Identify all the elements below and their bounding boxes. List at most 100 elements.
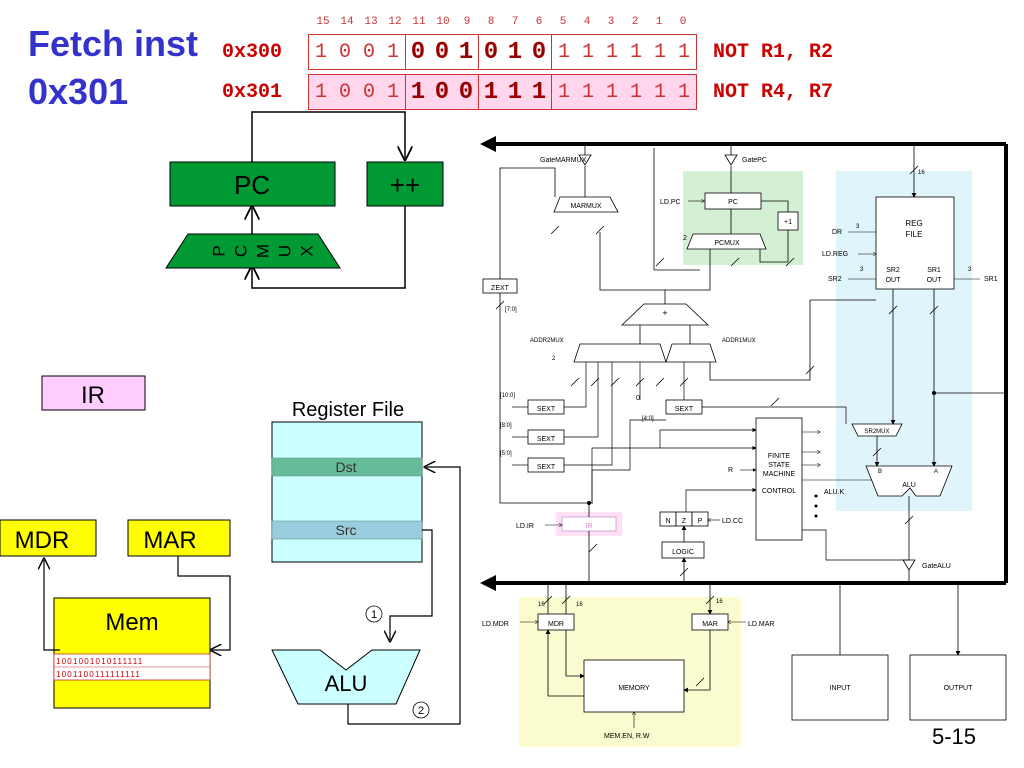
dst-register: [271, 457, 423, 477]
bit-value: 0: [338, 40, 351, 64]
fsm-label-3: MACHINE: [763, 471, 796, 478]
bit-value: 0: [362, 40, 375, 64]
addr2mux-label: ADDR2MUX: [530, 338, 564, 344]
sr2-width: 3: [860, 267, 864, 273]
sext-4-0-label: SEXT: [675, 406, 694, 413]
dp-ir-label: IR: [586, 523, 593, 530]
sext-4-0-bits: [4:0]: [642, 416, 654, 422]
pc-label: PC: [234, 170, 270, 200]
control-label: CONTROL: [762, 488, 796, 495]
dp-memory-label: MEMORY: [618, 685, 650, 692]
step-1-marker: [365, 605, 383, 623]
bit-value: 1: [653, 40, 666, 64]
flag-z-label: Z: [682, 518, 687, 525]
bit-value: 1: [557, 40, 570, 64]
regfile-bus-width: 16: [918, 170, 925, 176]
bit-number: 4: [583, 16, 591, 28]
mdr-label: MDR: [15, 527, 70, 554]
instruction-assembly: NOT R4, R7: [713, 80, 834, 104]
bit-number: 10: [436, 16, 450, 28]
bus-width-slash: [695, 677, 705, 687]
bus-width-slash: [655, 257, 665, 267]
bit-value: 1: [507, 38, 523, 66]
address-adder: [621, 303, 709, 326]
instruction-address: 0x300: [222, 40, 283, 64]
bit-value: 0: [434, 78, 450, 106]
ld-pc-label: LD.PC: [660, 199, 681, 206]
bit-value: 1: [458, 38, 474, 66]
ld-mar-label: LD.MAR: [748, 621, 774, 628]
output-device: [909, 654, 1007, 721]
bit-value: 1: [314, 40, 327, 64]
bit-number: 13: [364, 16, 378, 28]
bit-number: 5: [559, 16, 567, 28]
sext-8-0-label: SEXT: [537, 436, 556, 443]
bit-value: 1: [314, 80, 327, 104]
gate-pc-label: GatePC: [742, 157, 767, 164]
bus-width-slash: [595, 225, 605, 235]
bit-number: 11: [412, 16, 426, 28]
dp-regfile-label-1: REG: [905, 219, 922, 228]
bit-value: 1: [677, 80, 690, 104]
pcmux-letter: X: [297, 245, 316, 256]
slide-title-line2: 0x301: [28, 71, 129, 112]
increment-to-pcmux-wire: [252, 205, 406, 289]
bus-width-slash: [588, 543, 598, 553]
bit-number: 8: [487, 16, 495, 28]
ld-cc-label: LD.CC: [722, 518, 743, 525]
sext-8-0-bits: [8:0]: [500, 423, 512, 429]
bit-number: 9: [463, 16, 471, 28]
bit-value: 1: [629, 40, 642, 64]
pcmux-shape: [165, 233, 341, 269]
addr1mux-shape: [665, 343, 717, 363]
pcmux-letter: C: [231, 245, 250, 257]
bus-width-slash: [679, 567, 689, 577]
sext-5-0-bits: [5:0]: [500, 451, 512, 457]
mar-to-memory-wire: [177, 556, 231, 650]
dst-label: Dst: [336, 459, 357, 475]
bus-width-slash: [590, 377, 600, 387]
step-2-marker: [412, 701, 430, 719]
bit-number: 0: [679, 16, 687, 28]
bit-number: 14: [340, 16, 354, 28]
memory-row-0x301: 1001100111111111: [56, 670, 141, 679]
bit-value: 1: [386, 40, 399, 64]
flag-n-label: N: [665, 518, 670, 525]
instruction-assembly: NOT R1, R2: [713, 40, 834, 64]
bit-value: 0: [338, 80, 351, 104]
sr2mux-label: SR2MUX: [864, 429, 889, 435]
dp-pc-label: PC: [728, 199, 738, 206]
alu-shape: [271, 649, 421, 705]
plus1-label: +1: [784, 219, 792, 226]
bit-number: 1: [655, 16, 663, 28]
bus-width-slash: [909, 165, 919, 175]
step-1-label: 1: [371, 609, 377, 621]
addr1mux-label: ADDR1MUX: [722, 338, 756, 344]
sr2-out-label-2: OUT: [886, 277, 902, 284]
bus-width-slash: [543, 595, 553, 605]
bus-width-slash: [570, 377, 580, 387]
marmux-shape: [553, 196, 619, 213]
input-device: [791, 654, 889, 721]
mdr-register: [0, 519, 97, 557]
dp-mdr-label: MDR: [548, 621, 564, 628]
bit-value: 1: [557, 80, 570, 104]
alu-to-dst-wire: [347, 467, 461, 725]
slide-title: Fetch inst 0x301: [28, 24, 198, 112]
memory-to-mdr-wire: [44, 560, 60, 651]
ir-label: IR: [81, 382, 105, 409]
increment-label: ++: [390, 170, 420, 200]
memory-row-0x300: 1001001010111111: [56, 657, 143, 666]
fsm-label-2: STATE: [768, 462, 790, 469]
flag-p-label: P: [698, 518, 703, 525]
bus-width-slash: [872, 447, 882, 457]
bit-value: 0: [434, 38, 450, 66]
bit-value: 1: [507, 78, 523, 106]
